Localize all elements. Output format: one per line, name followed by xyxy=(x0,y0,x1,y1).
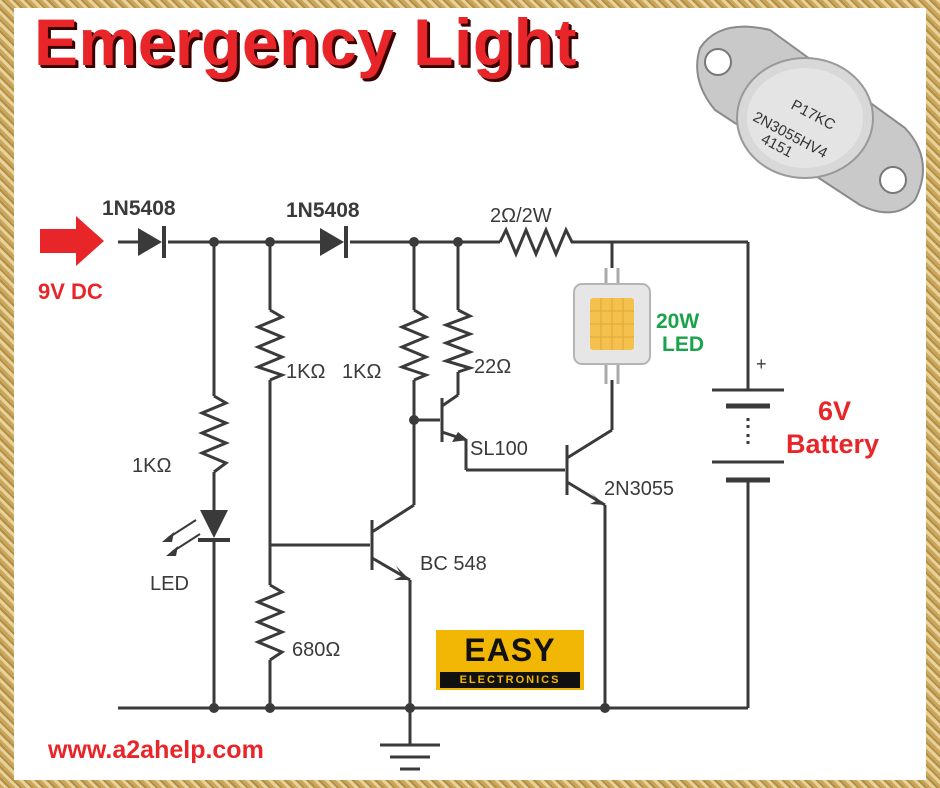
transistor-photo: P17KC 2N3055HV4 4151 xyxy=(696,25,924,214)
r-680-label: 680Ω xyxy=(292,639,340,661)
r-led-label: 1KΩ xyxy=(132,455,171,477)
website-url: www.a2ahelp.com xyxy=(48,736,264,764)
battery-label-2: Battery xyxy=(786,429,879,459)
sl100-label: SL100 xyxy=(470,438,528,460)
diode-2-symbol xyxy=(320,226,348,258)
input-voltage-label: 9V DC xyxy=(38,279,103,304)
r-series-label: 2Ω/2W xyxy=(490,205,552,227)
diode-1-symbol xyxy=(138,226,166,258)
r-22-label: 22Ω xyxy=(474,356,511,378)
battery-label-1: 6V xyxy=(818,396,851,426)
input-arrow-icon xyxy=(40,216,104,266)
r-sl100-base-label: 1KΩ xyxy=(342,361,381,383)
wires xyxy=(118,240,750,745)
diode-2-label: 1N5408 xyxy=(286,199,360,222)
battery-plus-label: + xyxy=(756,354,767,374)
indicator-led-symbol xyxy=(162,510,230,556)
r-div-top-label: 1KΩ xyxy=(286,361,325,383)
battery-symbol xyxy=(712,388,784,483)
led-label: LED xyxy=(150,573,189,595)
sl100-symbol xyxy=(440,393,467,442)
diode-1-label: 1N5408 xyxy=(102,197,176,220)
bc548-symbol xyxy=(370,503,415,582)
power-led-icon xyxy=(573,268,651,384)
power-led-label-2: LED xyxy=(662,333,704,356)
junction-dots xyxy=(209,237,610,713)
power-led-label-1: 20W xyxy=(656,310,699,333)
logo-line-1: EASY xyxy=(464,632,556,668)
resistors xyxy=(198,226,578,662)
page-title: Emergency Light xyxy=(34,5,577,79)
easy-electronics-logo: EASY ELECTRONICS xyxy=(436,630,584,690)
2n3055-label: 2N3055 xyxy=(604,478,674,500)
ground-icon xyxy=(380,743,440,771)
logo-line-2: ELECTRONICS xyxy=(440,672,580,688)
bc548-label: BC 548 xyxy=(420,553,487,575)
